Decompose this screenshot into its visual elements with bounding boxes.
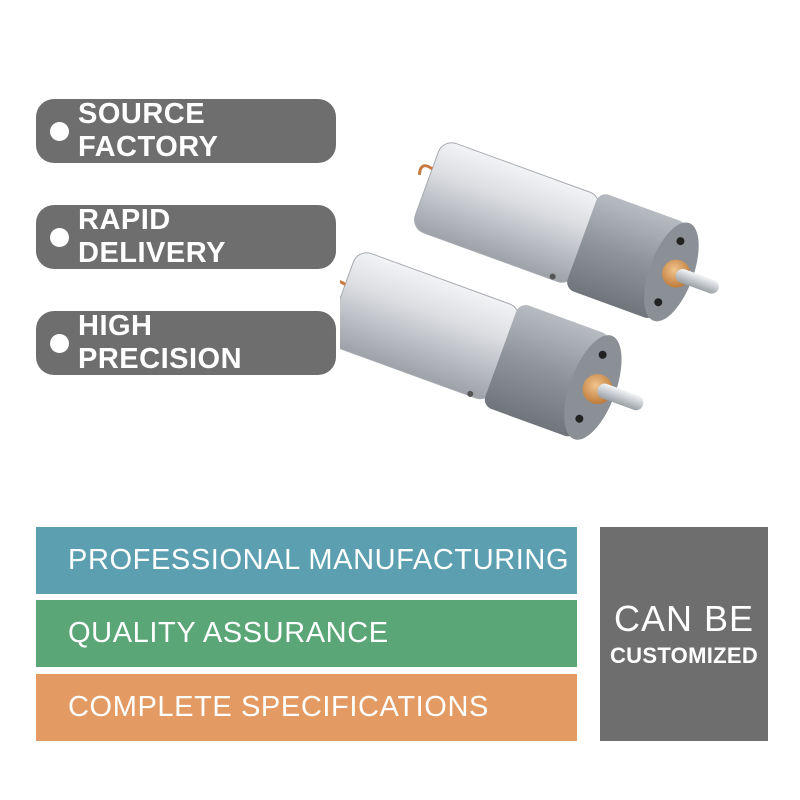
band-label: COMPLETE SPECIFICATIONS [68, 691, 489, 723]
band-complete-specifications: COMPLETE SPECIFICATIONS [36, 674, 577, 741]
bullet-icon [50, 121, 69, 141]
gear-motors-image [340, 142, 719, 440]
band-label: QUALITY ASSURANCE [68, 617, 389, 649]
bullet-icon [50, 227, 69, 247]
feature-pill-rapid-delivery: RAPID DELIVERY [36, 204, 336, 269]
customization-box: CAN BE CUSTOMIZED [600, 527, 768, 741]
custom-line-2: CUSTOMIZED [609, 643, 759, 668]
motor-front [340, 252, 644, 440]
feature-label: SOURCE FACTORY [78, 98, 219, 163]
feature-pill-source-factory: SOURCE FACTORY [36, 98, 336, 163]
custom-line-1: CAN BE [613, 598, 755, 639]
motor-back [414, 142, 719, 322]
band-quality-assurance: QUALITY ASSURANCE [36, 600, 577, 667]
feature-label: HIGH PRECISION [78, 310, 243, 375]
band-professional-manufacturing: PROFESSIONAL MANUFACTURING [36, 527, 577, 594]
feature-label: RAPID DELIVERY [78, 204, 226, 269]
bullet-icon [50, 333, 69, 353]
band-label: PROFESSIONAL MANUFACTURING [68, 544, 570, 576]
feature-pill-high-precision: HIGH PRECISION [36, 310, 336, 375]
